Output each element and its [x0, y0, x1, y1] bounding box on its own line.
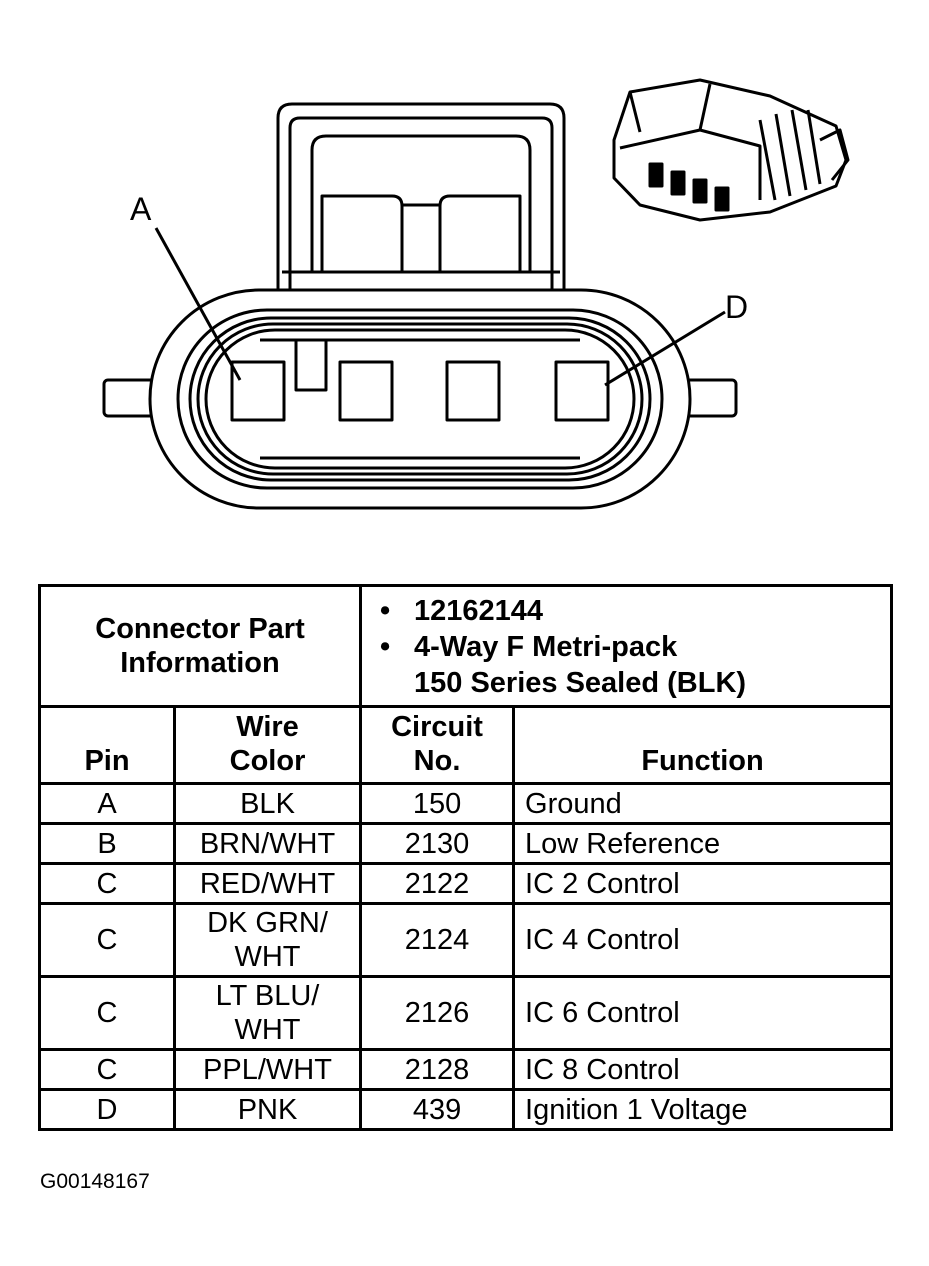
connector-perspective-icon — [612, 78, 850, 222]
connector-series: 150 Series Sealed (BLK) — [414, 667, 747, 699]
connector-diagram: A D — [102, 78, 850, 510]
table-row: A BLK 150 Ground — [38, 782, 894, 825]
body-ring-3 — [196, 322, 644, 476]
header-pin: Pin — [38, 705, 176, 785]
table-row: B BRN/WHT 2130 Low Reference — [38, 822, 894, 865]
connector-type: 4-Way F Metri-pack — [380, 630, 882, 664]
lock-tab-inner — [288, 116, 554, 290]
polarizing-key — [294, 338, 328, 392]
figure-code: G00148167 — [40, 1170, 150, 1193]
lock-tab-outer — [276, 102, 566, 290]
connector-info-row: Connector Part Information 12162144 4-Wa… — [37, 584, 894, 708]
leader-d — [604, 310, 726, 387]
cavity-c — [445, 360, 501, 422]
connector-info-title: Connector Part Information — [37, 584, 363, 708]
lock-tab-slot-left — [320, 194, 404, 274]
header-circuit: Circuit No. — [359, 705, 516, 785]
column-header-row: Pin Wire Color Circuit No. Function — [38, 705, 894, 785]
body-ring-1 — [176, 308, 664, 490]
body-ring-4 — [204, 328, 636, 470]
lock-tab-slot-right — [438, 194, 522, 274]
callout-d: D — [725, 289, 748, 325]
part-number: 12162144 — [380, 594, 882, 628]
cavity-a — [230, 360, 286, 422]
cavity-b — [338, 360, 394, 422]
table-row: C RED/WHT 2122 IC 2 Control — [38, 862, 894, 905]
body-outer — [148, 288, 692, 510]
table-row: C DK GRN/ WHT 2124 IC 4 Control — [38, 902, 894, 978]
table-row: C PPL/WHT 2128 IC 8 Control — [38, 1048, 894, 1091]
connector-info-list: 12162144 4-Way F Metri-pack 150 Series S… — [359, 584, 894, 708]
table-row: D PNK 439 Ignition 1 Voltage — [38, 1088, 894, 1131]
lock-tab-window — [310, 134, 532, 272]
callout-a: A — [130, 191, 152, 227]
header-function: Function — [512, 705, 894, 785]
table-row: C LT BLU/ WHT 2126 IC 6 Control — [38, 975, 894, 1051]
body-ring-2 — [188, 316, 652, 482]
connector-pin-table: Connector Part Information 12162144 4-Wa… — [37, 584, 894, 1131]
cavity-d — [554, 360, 610, 422]
header-wire-color: Wire Color — [172, 705, 363, 785]
leader-a — [154, 227, 242, 381]
